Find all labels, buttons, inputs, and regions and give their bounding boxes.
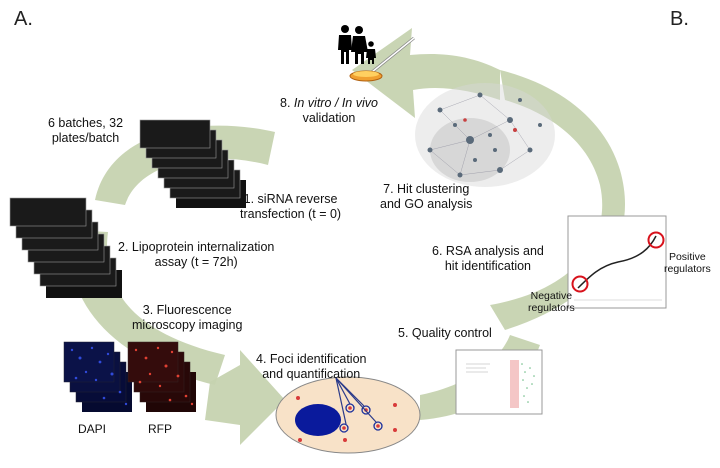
batches-label: 6 batches, 32 plates/batch bbox=[48, 116, 123, 146]
panel-label-b: B. bbox=[670, 8, 689, 30]
step-1-line2: transfection (t = 0) bbox=[240, 207, 342, 221]
step-1-label: 1. siRNA reverse transfection (t = 0) bbox=[240, 192, 341, 222]
plate-stack-batches bbox=[139, 119, 246, 208]
step-8-italic: In vitro / In vivo bbox=[293, 96, 378, 110]
negative-line1: Negative bbox=[530, 290, 573, 302]
panel-label-a: A. bbox=[14, 8, 33, 30]
step-6-line2: hit identification bbox=[444, 259, 532, 273]
network-graph-icon bbox=[415, 83, 555, 187]
step-1-line1: 1. siRNA reverse bbox=[243, 192, 338, 206]
step-8-prefix: 8. bbox=[280, 96, 294, 110]
batches-line2: plates/batch bbox=[51, 131, 120, 145]
step-4-line1: 4. Foci identification bbox=[256, 352, 367, 366]
step-8-line1: 8. In vitro / In vivo bbox=[280, 96, 378, 111]
plate-stack-assay bbox=[9, 197, 122, 298]
batches-line1: 6 batches, 32 bbox=[48, 116, 124, 130]
petri-dish-icon bbox=[349, 36, 415, 82]
step-7-label: 7. Hit clustering and GO analysis bbox=[380, 182, 472, 212]
positive-line1: Positive bbox=[668, 251, 706, 263]
dapi-image-stack bbox=[63, 341, 132, 412]
step-3-line2: microscopy imaging bbox=[132, 318, 243, 332]
step-3-line1: 3. Fluorescence bbox=[142, 303, 232, 317]
step-4-line2: and quantification bbox=[262, 367, 361, 381]
step-8-label: 8. In vitro / In vivo validation bbox=[280, 96, 378, 126]
negative-line2: regulators bbox=[528, 302, 575, 314]
step-8-line2: validation bbox=[302, 111, 356, 125]
dapi-label: DAPI bbox=[78, 422, 107, 436]
step-5-line1: 5. Quality control bbox=[398, 326, 492, 340]
step-2-label: 2. Lipoprotein internalization assay (t … bbox=[118, 240, 274, 270]
step-2-line1: 2. Lipoprotein internalization bbox=[118, 240, 275, 254]
rsa-plot bbox=[567, 215, 667, 309]
step-5-label: 5. Quality control bbox=[398, 326, 492, 341]
qc-plot bbox=[455, 349, 543, 415]
negative-regulators-label: Negative regulators bbox=[528, 290, 575, 314]
cell-foci-illustration bbox=[275, 376, 421, 454]
rfp-label: RFP bbox=[148, 422, 172, 436]
positive-line2: regulators bbox=[664, 263, 711, 275]
step-2-line2: assay (t = 72h) bbox=[154, 255, 238, 269]
step-4-label: 4. Foci identification and quantificatio… bbox=[256, 352, 366, 382]
step-6-line1: 6. RSA analysis and bbox=[432, 244, 544, 258]
family-icon bbox=[338, 25, 376, 64]
step-7-line1: 7. Hit clustering bbox=[383, 182, 470, 196]
step-7-line2: and GO analysis bbox=[380, 197, 473, 211]
positive-regulators-label: Positive regulators bbox=[664, 251, 711, 275]
step-6-label: 6. RSA analysis and hit identification bbox=[432, 244, 544, 274]
step-3-label: 3. Fluorescence microscopy imaging bbox=[132, 303, 242, 333]
rfp-image-stack bbox=[127, 341, 196, 412]
